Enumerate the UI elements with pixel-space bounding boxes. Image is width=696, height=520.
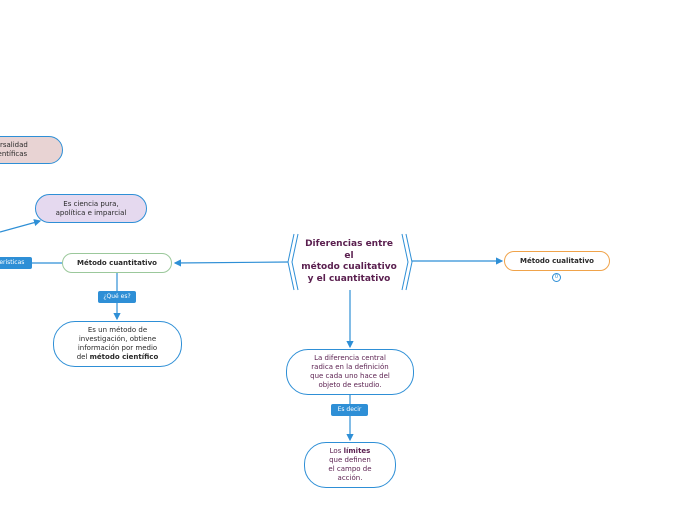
central-topic-line-2: el bbox=[344, 250, 354, 261]
node-diferencia-line-1: La diferencia central bbox=[314, 354, 386, 362]
node-limites-line-4: acción. bbox=[337, 474, 363, 482]
central-topic[interactable]: Diferencias entre el método cualitativo … bbox=[294, 234, 404, 290]
node-diferencia-line-3: que cada uno hace del bbox=[310, 372, 390, 380]
node-diferencia-line-4: objeto de estudio. bbox=[318, 381, 382, 389]
central-topic-line-1: Diferencias entre bbox=[305, 239, 393, 249]
node-descripcion-line-3: información por medio bbox=[77, 344, 158, 352]
node-limites-line-1: Los límites bbox=[330, 447, 371, 456]
connector-label-es-decir[interactable]: Es decir bbox=[331, 404, 368, 416]
node-universalidad-line-2: s científicas bbox=[0, 150, 28, 158]
node-descripcion-line-4: del método científico bbox=[77, 353, 159, 362]
node-ciencia-pura-line-1: Es ciencia pura, bbox=[63, 199, 119, 208]
node-ciencia-pura-line-2: apolítica e imparcial bbox=[55, 208, 127, 217]
central-topic-line-4: y el cuantitativo bbox=[307, 273, 391, 284]
node-metodo-cualitativo-label: Método cualitativo bbox=[520, 256, 594, 265]
node-limites-line-1-bold: límites bbox=[343, 447, 371, 455]
node-descripcion-line-2: investigación, obtiene bbox=[78, 335, 157, 343]
node-ciencia-pura[interactable]: Es ciencia pura, apolítica e imparcial bbox=[35, 194, 147, 223]
node-limites-line-3: el campo de bbox=[328, 465, 372, 473]
central-bracket-right bbox=[401, 233, 413, 291]
node-limites-line-1-prefix: Los bbox=[329, 447, 344, 455]
node-universalidad[interactable]: niversalidad s científicas bbox=[0, 136, 63, 164]
central-topic-line-3: método cualitativo bbox=[301, 262, 397, 272]
node-metodo-cuantitativo[interactable]: Método cuantitativo bbox=[62, 253, 172, 273]
link-central-to-cuantitativo bbox=[173, 259, 289, 267]
node-descripcion-line-4-bold: método científico bbox=[89, 353, 159, 361]
node-limites[interactable]: Los límites que definen el campo de acci… bbox=[304, 442, 396, 488]
collapsed-count-badge[interactable]: 0 bbox=[552, 273, 561, 282]
connector-label-caracteristicas[interactable]: ...erísticas bbox=[0, 257, 32, 269]
node-metodo-cuantitativo-label: Método cuantitativo bbox=[77, 258, 157, 267]
node-diferencia-line-2: radica en la definición bbox=[311, 363, 389, 371]
connector-label-que-es[interactable]: ¿Qué es? bbox=[98, 291, 136, 303]
node-diferencia-central[interactable]: La diferencia central radica en la defin… bbox=[286, 349, 414, 395]
node-descripcion-line-4-prefix: del bbox=[76, 353, 90, 361]
link-to-ciencia bbox=[0, 219, 42, 233]
node-universalidad-line-1: niversalidad bbox=[0, 141, 28, 149]
node-limites-line-2: que definen bbox=[329, 456, 371, 464]
node-descripcion-line-1: Es un método de bbox=[87, 326, 148, 334]
node-metodo-cualitativo[interactable]: Método cualitativo bbox=[504, 251, 610, 271]
node-descripcion-metodo[interactable]: Es un método de investigación, obtiene i… bbox=[53, 321, 182, 367]
